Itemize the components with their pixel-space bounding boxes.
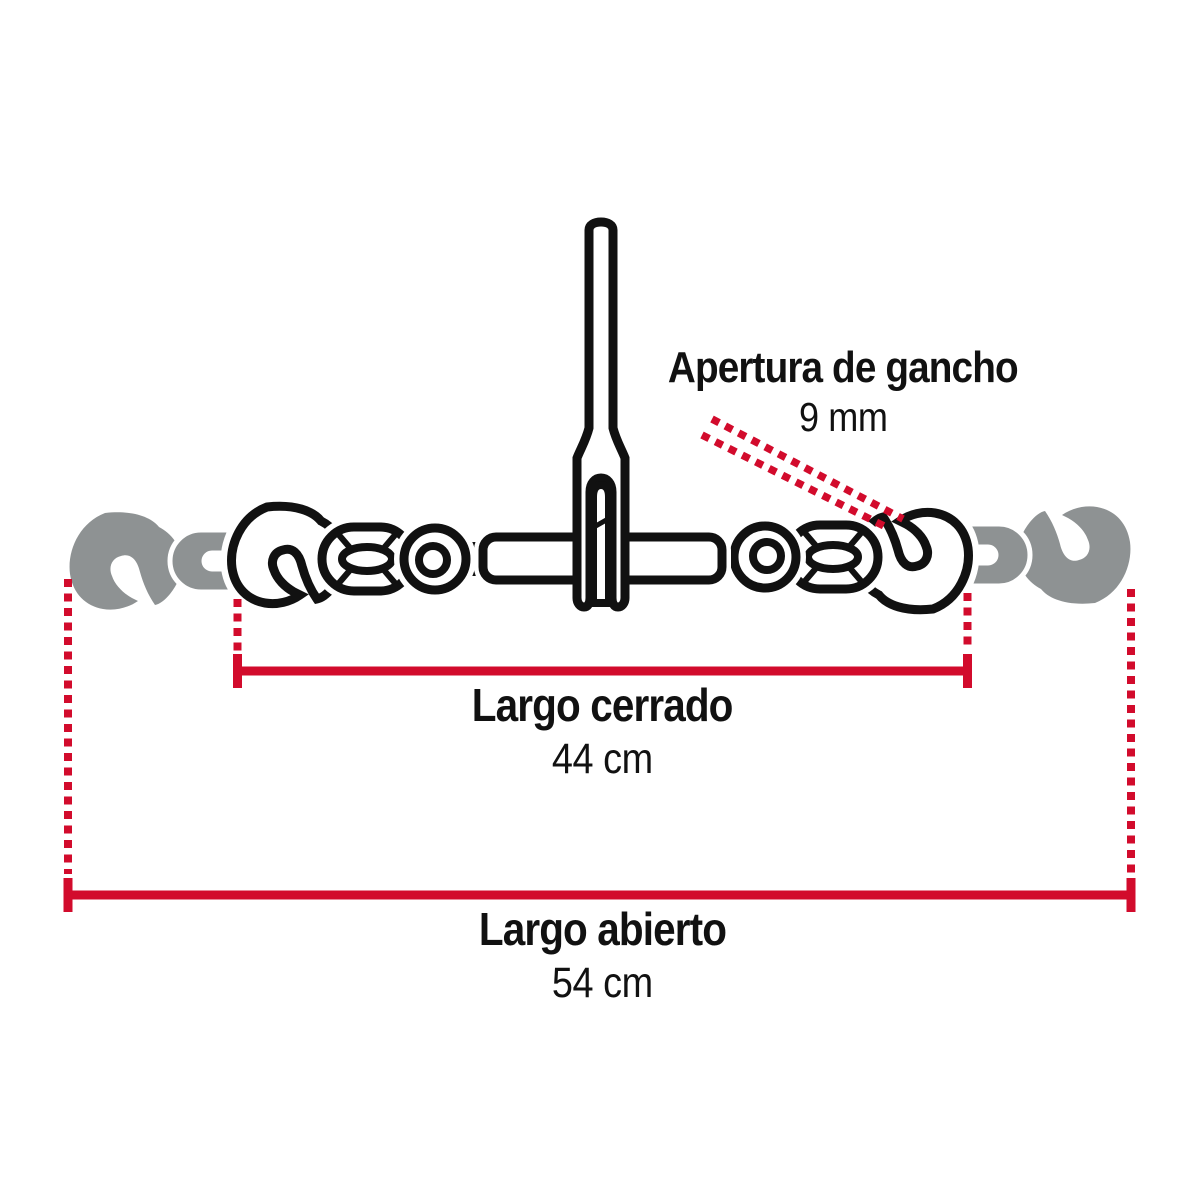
hook-opening-annotation: Apertura de gancho 9 mm	[543, 343, 1143, 441]
clevis-pin-edge	[592, 516, 610, 530]
closed-length-dimension	[233, 593, 972, 688]
closed-length-value: 44 cm	[551, 735, 653, 783]
open-length-dimension	[63, 579, 1136, 912]
open-length-annotation: Largo abierto 54 cm	[402, 904, 802, 1007]
open-length-label: Largo abierto	[478, 903, 726, 955]
clevis-pin	[589, 480, 613, 607]
hook-opening-label: Apertura de gancho	[668, 343, 1019, 392]
open-length-value: 54 cm	[551, 959, 653, 1007]
left-assembly	[70, 506, 488, 609]
right-assembly	[712, 506, 1130, 609]
closed-length-label: Largo cerrado	[471, 679, 734, 731]
hook-opening-leader-lines	[700, 415, 905, 531]
closed-length-annotation: Largo cerrado 44 cm	[402, 680, 802, 783]
hook-opening-value: 9 mm	[798, 394, 888, 440]
